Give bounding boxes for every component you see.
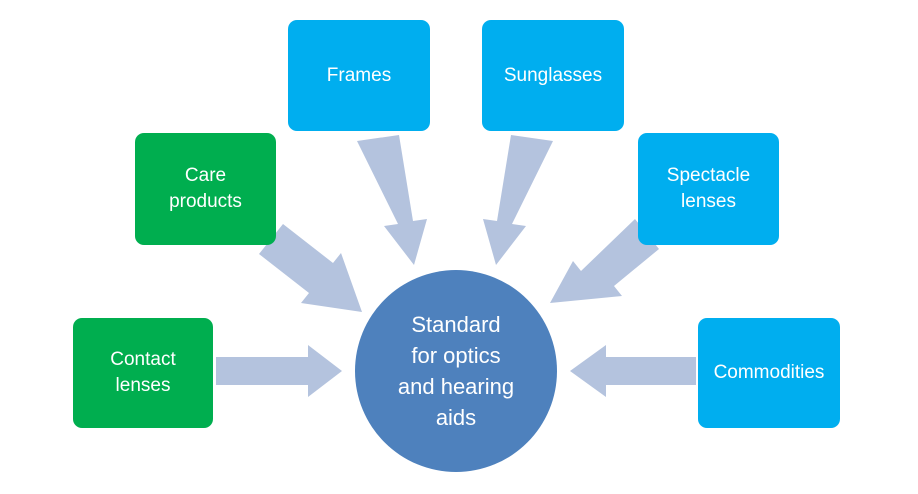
hub-standard-label: Standard for optics and hearing aids bbox=[397, 312, 515, 430]
arrow-contact-lenses bbox=[216, 345, 342, 397]
arrow-spectacle-lenses bbox=[550, 219, 659, 303]
node-contact-lenses-label: Contact lenses bbox=[110, 349, 176, 396]
node-spectacle-lenses-label: Spectacle lenses bbox=[666, 165, 751, 212]
node-sunglasses: Sunglasses bbox=[482, 20, 624, 131]
arrow-frames bbox=[357, 135, 427, 265]
node-sunglasses-label: Sunglasses bbox=[503, 64, 603, 86]
node-spectacle-lenses: Spectacle lenses bbox=[638, 133, 779, 245]
node-frames: Frames bbox=[288, 20, 430, 131]
node-care-products: Care products bbox=[135, 133, 276, 245]
arrow-commodities bbox=[570, 345, 696, 397]
arrow-sunglasses bbox=[483, 135, 553, 265]
node-care-products-label: Care products bbox=[169, 165, 242, 212]
arrow-care-products bbox=[259, 224, 362, 312]
node-contact-lenses: Contact lenses bbox=[73, 318, 213, 428]
node-frames-label: Frames bbox=[326, 64, 392, 86]
node-commodities: Commodities bbox=[698, 318, 840, 428]
node-commodities-label: Commodities bbox=[713, 362, 825, 383]
hub-standard: Standard for optics and hearing aids bbox=[355, 270, 557, 472]
